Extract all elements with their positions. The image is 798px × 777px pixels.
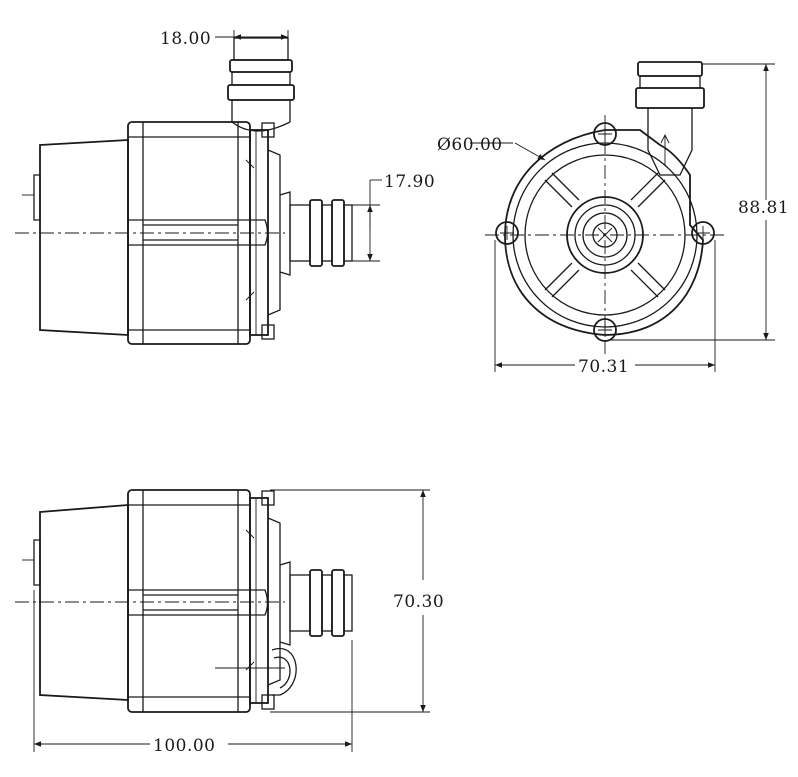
dim-label-70-30: 70.30: [393, 592, 444, 612]
dim-label-88-81: 88.81: [738, 198, 789, 218]
dim-label-60: Ø60.00: [437, 135, 503, 155]
dim-label-18: 18.00: [160, 29, 211, 49]
dim-inlet-diameter: 17.90: [344, 172, 435, 262]
dim-outlet-length: 18.00: [160, 29, 289, 60]
side-view-top: [15, 37, 353, 345]
dim-label-17-90: 17.90: [384, 172, 435, 192]
side-view-bottom: [15, 489, 353, 713]
dim-label-70-31: 70.31: [578, 357, 629, 377]
dim-label-100: 100.00: [153, 736, 215, 756]
dim-body-diameter: Ø60.00: [437, 135, 546, 161]
dim-side-height: 70.30: [270, 489, 444, 713]
dim-overall-height: 88.81: [610, 63, 789, 341]
dim-overall-length: 100.00: [33, 590, 353, 756]
dim-overall-width: 70.31: [494, 240, 716, 377]
front-view: [485, 61, 725, 355]
